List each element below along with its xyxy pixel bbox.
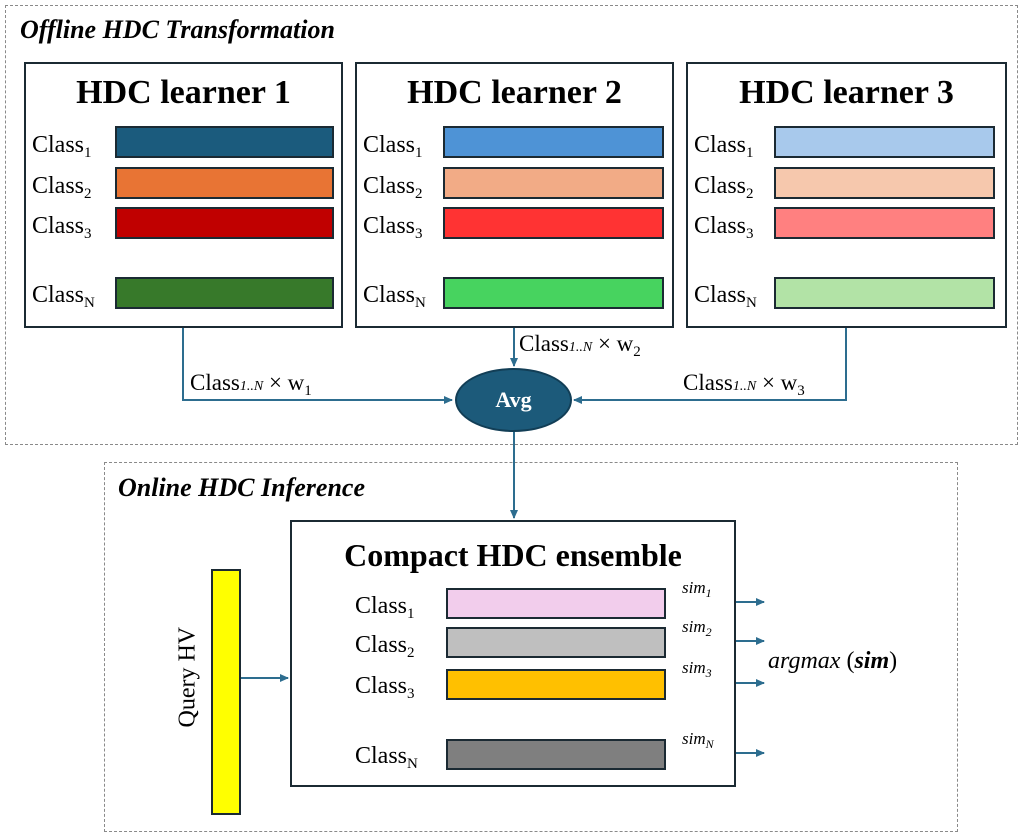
learner-3-class-n-bar <box>774 277 995 309</box>
learner-2-class-2-label: Class2 <box>363 173 423 202</box>
learner-3-class-3-bar <box>774 207 995 239</box>
ensemble-class-n-bar <box>446 739 666 770</box>
wire-learner-3-to-avg <box>573 328 847 404</box>
offline-region <box>5 5 1018 445</box>
learner-3-class-1-bar <box>774 126 995 158</box>
learner-2-class-1-bar <box>443 126 664 158</box>
learner-1-class-n-label: ClassN <box>32 282 95 311</box>
learner-1-class-n-bar <box>115 277 334 309</box>
sim-1-label: sim1 <box>682 578 712 600</box>
learner-3-class-2-label: Class2 <box>694 173 754 202</box>
avg-node: Avg <box>455 368 572 432</box>
learner-3-class-2-bar <box>774 167 995 199</box>
learner-1-class-2-label: Class2 <box>32 173 92 202</box>
learner-2-class-n-label: ClassN <box>363 282 426 311</box>
learner-1-class-3-bar <box>115 207 334 239</box>
sim-n-label: simN <box>682 729 714 751</box>
online-region-title: Online HDC Inference <box>118 473 365 502</box>
learner-2-class-3-bar <box>443 207 664 239</box>
learner-2-class-n-bar <box>443 277 664 309</box>
query-hv-label: Query HV <box>174 626 201 728</box>
hdc-learner-3-panel: HDC learner 3 Class1 Class2 Class3 Class… <box>686 62 1007 328</box>
query-hv-bar <box>211 569 241 815</box>
hdc-learner-2-panel: HDC learner 2 Class1 Class2 Class3 Class… <box>355 62 674 328</box>
learner-2-class-2-bar <box>443 167 664 199</box>
hdc-learner-3-title: HDC learner 3 <box>739 74 954 111</box>
learner-2-class-3-label: Class3 <box>363 213 423 242</box>
ensemble-class-n-label: ClassN <box>355 743 418 772</box>
weight-label-3: Class1..N × w3 <box>683 370 805 399</box>
learner-1-class-2-bar <box>115 167 334 199</box>
compact-ensemble-panel: Compact HDC ensemble Class1 Class2 Class… <box>290 520 736 787</box>
weight-label-1: Class1..N × w1 <box>190 370 312 399</box>
argmax-label: argmax (sim) <box>768 648 898 674</box>
ensemble-class-1-bar <box>446 588 666 619</box>
offline-region-title: Offline HDC Transformation <box>20 15 335 44</box>
learner-1-class-3-label: Class3 <box>32 213 92 242</box>
online-region <box>104 462 958 832</box>
ensemble-class-2-label: Class2 <box>355 632 415 661</box>
ensemble-class-1-label: Class1 <box>355 593 415 622</box>
learner-1-class-1-bar <box>115 126 334 158</box>
ensemble-class-3-bar <box>446 669 666 700</box>
learner-3-class-1-label: Class1 <box>694 132 754 161</box>
learner-2-class-1-label: Class1 <box>363 132 423 161</box>
sim-2-label: sim2 <box>682 617 712 639</box>
hdc-learner-2-title: HDC learner 2 <box>407 74 622 111</box>
compact-ensemble-title: Compact HDC ensemble <box>344 537 682 573</box>
learner-3-class-n-label: ClassN <box>694 282 757 311</box>
weight-label-2: Class1..N × w2 <box>519 331 641 360</box>
ensemble-class-3-label: Class3 <box>355 673 415 702</box>
learner-3-class-3-label: Class3 <box>694 213 754 242</box>
learner-1-class-1-label: Class1 <box>32 132 92 161</box>
ensemble-class-2-bar <box>446 627 666 658</box>
wire-learner-1-to-avg <box>182 328 453 404</box>
sim-3-label: sim3 <box>682 658 712 680</box>
hdc-learner-1-panel: HDC learner 1 Class1 Class2 Class3 Class… <box>24 62 343 328</box>
hdc-learner-1-title: HDC learner 1 <box>76 74 291 111</box>
